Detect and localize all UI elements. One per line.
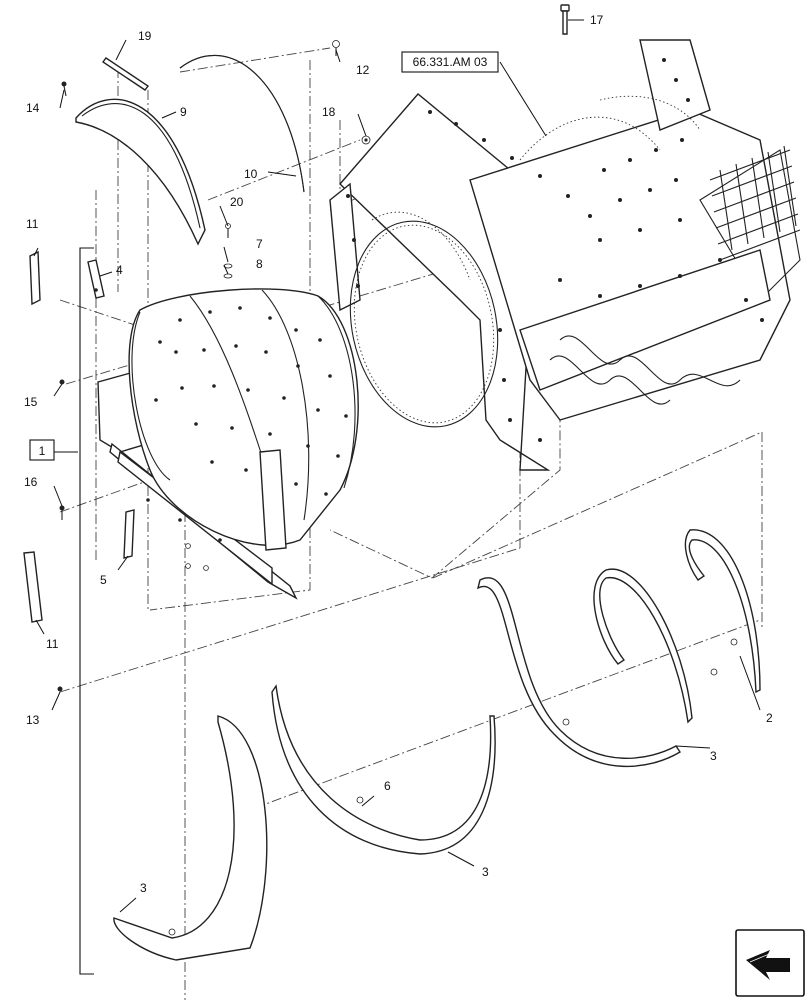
part-19-strip bbox=[101, 57, 150, 91]
callout-10: 10 bbox=[244, 167, 258, 181]
part-5-bracket bbox=[123, 509, 135, 559]
callout-3: 3 bbox=[482, 865, 489, 879]
cone-assembly bbox=[97, 288, 359, 600]
flight-segment-left bbox=[113, 715, 268, 961]
part-11-upper-pad bbox=[29, 250, 41, 306]
callout-7: 7 bbox=[256, 237, 263, 251]
flight-segment-middle-right bbox=[476, 577, 681, 768]
part-18-nut bbox=[361, 135, 371, 145]
callout-19: 19 bbox=[138, 29, 152, 43]
assembly-bracket bbox=[29, 247, 94, 975]
callout-5: 5 bbox=[100, 573, 107, 587]
mesh-grid bbox=[709, 145, 801, 261]
cone-holes bbox=[146, 306, 348, 542]
part-4-bracket bbox=[87, 259, 105, 299]
callout-1: 1 bbox=[39, 444, 46, 458]
callout-9: 9 bbox=[180, 105, 187, 119]
callout-3: 3 bbox=[140, 881, 147, 895]
part-17-long-bolt bbox=[560, 4, 570, 35]
callout-20: 20 bbox=[230, 195, 244, 209]
part-14-bolt bbox=[61, 81, 67, 97]
reference-box[interactable]: 66.331.AM 03 bbox=[401, 51, 499, 73]
callout-labels: 1 2 3 3 3 4 5 6 7 8 9 10 11 11 12 13 14 … bbox=[24, 13, 773, 895]
part-13-bolt bbox=[57, 686, 63, 692]
part-12-bolt bbox=[332, 40, 340, 56]
part-10-seal bbox=[179, 55, 305, 193]
callout-6: 6 bbox=[384, 779, 391, 793]
navigation-arrow-icon[interactable] bbox=[735, 929, 805, 997]
part-9-shield bbox=[75, 98, 206, 246]
flight-segment-right bbox=[593, 568, 718, 724]
callout-3: 3 bbox=[710, 749, 717, 763]
callout-11: 11 bbox=[46, 637, 59, 651]
rotor-housing-assembly bbox=[329, 4, 801, 471]
callout-14: 14 bbox=[26, 101, 40, 115]
callout-18: 18 bbox=[322, 105, 336, 119]
callout-15: 15 bbox=[24, 395, 38, 409]
callout-2: 2 bbox=[766, 711, 773, 725]
callout-11: 11 bbox=[26, 217, 39, 231]
flight-segment-far-right bbox=[684, 529, 761, 694]
callout-13: 13 bbox=[26, 713, 40, 727]
callout-16: 16 bbox=[24, 475, 38, 489]
callout-8: 8 bbox=[256, 257, 263, 271]
callout-1-box bbox=[29, 439, 55, 461]
part-16-bolt bbox=[59, 505, 65, 520]
callout-4: 4 bbox=[116, 263, 123, 277]
flight-segment-middle-left bbox=[271, 684, 496, 855]
callout-17: 17 bbox=[590, 13, 604, 27]
callout-12: 12 bbox=[356, 63, 370, 77]
housing-holes bbox=[346, 58, 764, 442]
leader-lines bbox=[33, 19, 761, 913]
part-11-lower-pad bbox=[23, 551, 43, 623]
part-15-bolt bbox=[59, 379, 65, 385]
reference-frame bbox=[401, 51, 499, 73]
reference-label: 66.331.AM 03 bbox=[413, 55, 488, 69]
